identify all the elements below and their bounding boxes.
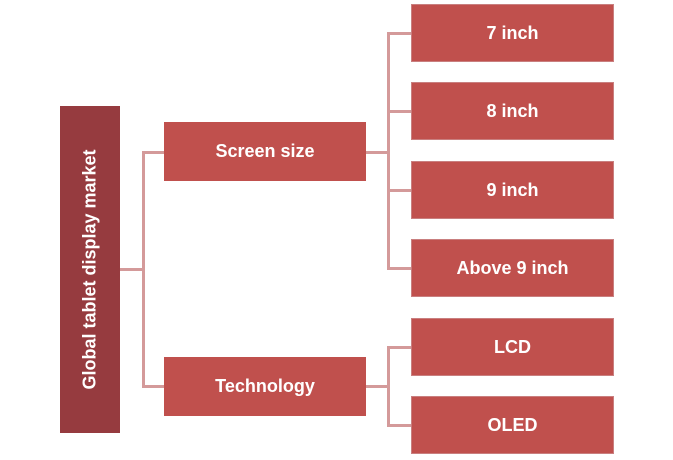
leaf-7-inch: 7 inch <box>411 4 614 62</box>
root-label: Global tablet display market <box>79 149 100 390</box>
connector <box>387 189 411 192</box>
connector <box>366 151 388 154</box>
connector <box>387 267 411 270</box>
connector <box>366 385 388 388</box>
connector <box>142 151 145 387</box>
leaf-label: LCD <box>494 336 531 357</box>
leaf-9-inch: 9 inch <box>411 161 614 219</box>
connector <box>387 424 411 427</box>
leaf-above-9-inch: Above 9 inch <box>411 239 614 297</box>
branch-screen-size: Screen size <box>164 122 366 181</box>
leaf-oled: OLED <box>411 396 614 454</box>
connector <box>387 32 390 269</box>
connector <box>387 346 411 349</box>
connector <box>120 268 142 271</box>
connector <box>387 110 411 113</box>
branch-technology: Technology <box>164 357 366 416</box>
root-node: Global tablet display market <box>60 106 120 433</box>
connector <box>387 346 390 426</box>
leaf-label: 8 inch <box>486 100 539 121</box>
leaf-8-inch: 8 inch <box>411 82 614 140</box>
connector <box>142 385 164 388</box>
leaf-label: Above 9 inch <box>456 257 569 278</box>
branch-label: Technology <box>215 376 315 396</box>
branch-label: Screen size <box>215 141 315 161</box>
leaf-label: 7 inch <box>486 22 539 43</box>
connector <box>142 151 164 154</box>
leaf-lcd: LCD <box>411 318 614 376</box>
leaf-label: 9 inch <box>486 179 539 200</box>
leaf-label: OLED <box>487 414 538 435</box>
connector <box>387 32 411 35</box>
